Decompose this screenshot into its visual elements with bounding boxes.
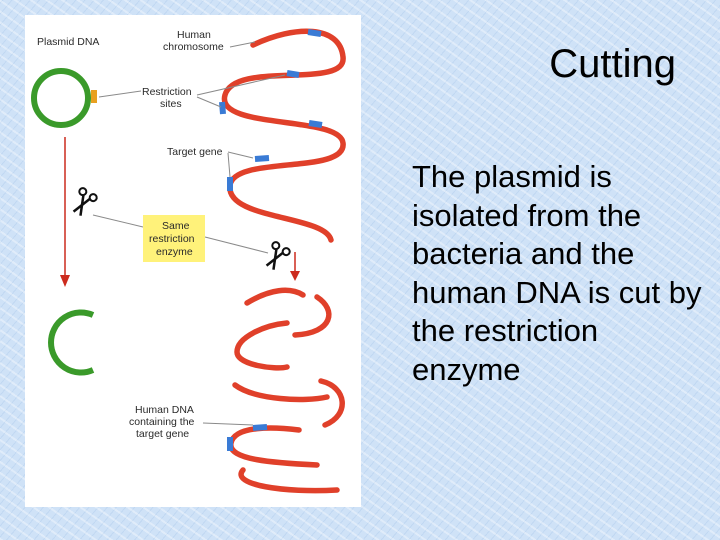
restriction-site-marks xyxy=(219,29,323,128)
slide-title: Cutting xyxy=(549,42,676,86)
human-chromosome-label-line1: Human xyxy=(177,29,211,41)
fragment-target-gene-marks xyxy=(227,424,268,451)
label-pointer-lines xyxy=(92,41,286,426)
dna-cutting-diagram: Plasmid DNA Human chromosome Restriction… xyxy=(25,15,361,507)
dna-fragment xyxy=(228,425,320,468)
dna-fragment xyxy=(244,287,306,306)
cut-plasmid xyxy=(48,309,95,376)
target-gene-marks xyxy=(227,155,270,191)
dna-fragment xyxy=(318,378,345,428)
dna-fragment xyxy=(232,382,330,403)
target-gene-label: Target gene xyxy=(167,146,223,158)
dna-fragment xyxy=(238,467,340,494)
same-enzyme-box xyxy=(143,215,205,262)
scissors-icon xyxy=(72,187,98,216)
human-dna-label-line3: target gene xyxy=(136,428,189,440)
human-dna-label-line2: containing the xyxy=(129,416,195,428)
dna-fragment xyxy=(234,320,290,371)
human-dna-fragments xyxy=(228,287,345,494)
same-enzyme-line3: enzyme xyxy=(156,246,193,258)
same-enzyme-line1: Same xyxy=(162,220,190,232)
process-arrow-left xyxy=(60,137,70,287)
plasmid-circle xyxy=(31,68,91,128)
process-arrow-right xyxy=(290,252,300,281)
plasmid-restriction-site xyxy=(91,90,97,103)
restriction-sites-label-line1: Restriction xyxy=(142,86,192,98)
human-chromosome xyxy=(222,28,346,243)
slide-body-text: The plasmid is isolated from the bacteri… xyxy=(412,159,702,387)
human-dna-label-line1: Human DNA xyxy=(135,404,194,416)
restriction-sites-label-line2: sites xyxy=(160,98,182,110)
dna-fragment xyxy=(292,294,332,338)
plasmid-dna-label: Plasmid DNA xyxy=(37,36,99,48)
same-enzyme-line2: restriction xyxy=(149,233,195,245)
scissors-icon xyxy=(265,241,291,270)
human-chromosome-label-line2: chromosome xyxy=(163,41,224,53)
